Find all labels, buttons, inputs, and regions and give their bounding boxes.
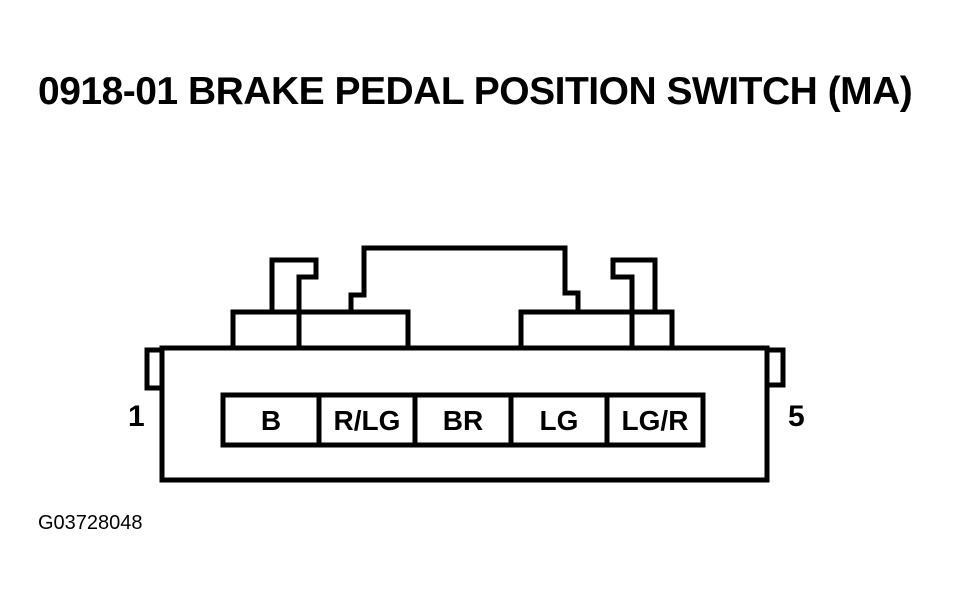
connector-body [159, 345, 770, 483]
right-shoulder [518, 309, 675, 348]
cavity-1-wire: B [261, 405, 281, 436]
left-latch [269, 257, 319, 348]
cavity-4-wire: LG [540, 405, 579, 436]
cavity-2-wire: R/LG [334, 405, 401, 436]
lock-bar [348, 245, 581, 312]
cavity-5-wire: LG/R [622, 405, 689, 436]
pin-5-label: 5 [788, 400, 805, 433]
cavity-row: B R/LG BR LG LG/R [220, 392, 706, 448]
cavity-3-wire: BR [443, 405, 483, 436]
diagram-title: 0918-01 BRAKE PEDAL POSITION SWITCH (MA) [38, 70, 913, 113]
cavity-frame [220, 392, 706, 448]
right-side-tab [767, 347, 786, 388]
pin-1-label: 1 [128, 400, 145, 433]
right-latch [610, 257, 658, 348]
left-side-tab [144, 347, 162, 391]
left-shoulder [230, 309, 411, 348]
figure-id: G03728048 [38, 512, 143, 534]
